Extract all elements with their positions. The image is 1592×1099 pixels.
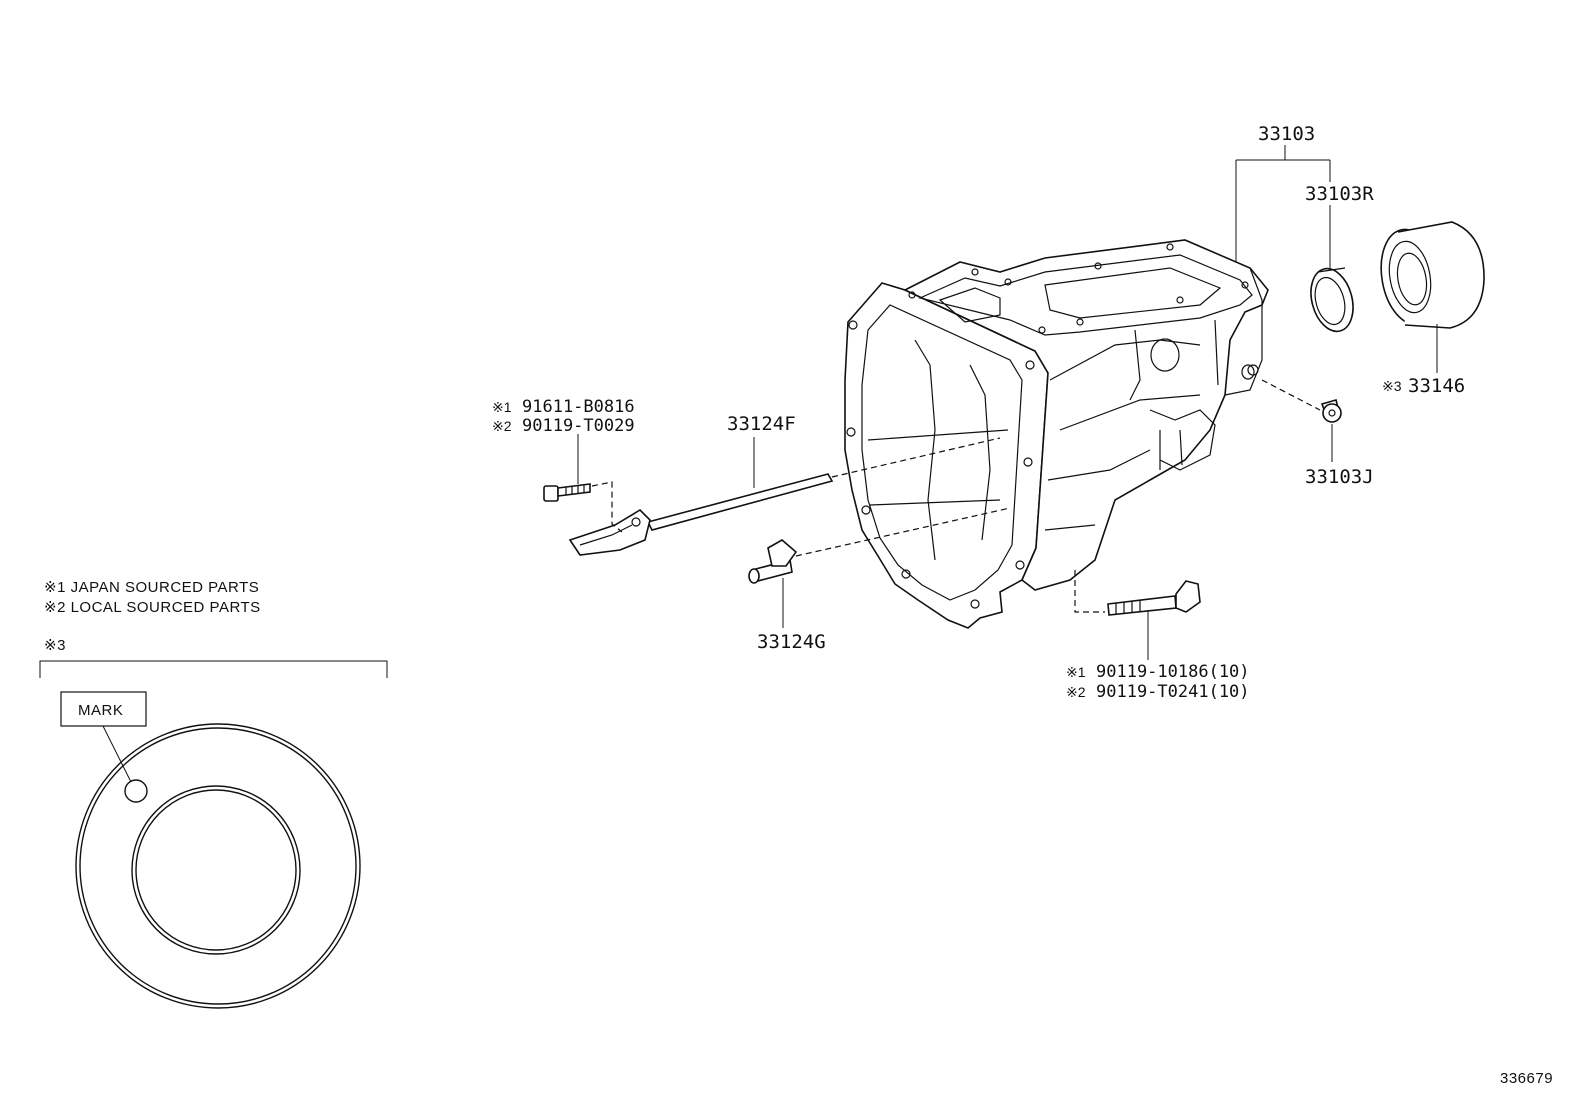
shaft-icon[interactable] — [568, 437, 1001, 556]
long-bolt-icon[interactable] — [1074, 570, 1201, 616]
bolt-icon[interactable] — [543, 481, 623, 533]
mark-label: MARK — [78, 702, 123, 719]
part-label-33103R[interactable]: 33103R — [1305, 183, 1374, 205]
note-3-bracket — [39, 660, 388, 678]
lever-pin-icon[interactable] — [748, 507, 1011, 584]
part-label-33124F[interactable]: 33124F — [727, 413, 796, 435]
part-label-33103J[interactable]: 33103J — [1305, 466, 1374, 488]
bolt-long-2-label[interactable]: 90119-T0241(10) — [1096, 682, 1250, 702]
thrust-washer-icon[interactable] — [75, 723, 361, 1009]
bolt-long-1-prefix: ※1 — [1066, 664, 1086, 680]
part-label-33103[interactable]: 33103 — [1258, 123, 1315, 145]
bolt-small-1-prefix: ※1 — [492, 399, 512, 415]
transmission-case-icon[interactable] — [844, 239, 1269, 629]
mark-callout: MARK — [60, 691, 147, 783]
bearing-retainer-icon[interactable] — [1374, 221, 1485, 329]
note-ref-3: ※3 — [44, 637, 66, 654]
part-label-33146[interactable]: 33146 — [1408, 375, 1465, 397]
note-local-sourced: ※2 LOCAL SOURCED PARTS — [44, 599, 261, 616]
bolt-long-2-prefix: ※2 — [1066, 684, 1086, 700]
bolt-small-1-label[interactable]: 91611-B0816 — [522, 397, 635, 417]
bolt-small-2-label[interactable]: 90119-T0029 — [522, 416, 635, 436]
note-japan-sourced: ※1 JAPAN SOURCED PARTS — [44, 579, 259, 596]
part-label-33124G[interactable]: 33124G — [757, 631, 826, 653]
oil-seal-icon[interactable] — [1304, 264, 1359, 336]
label-33103-group: 33103 — [1235, 123, 1331, 262]
bolt-small-2-prefix: ※2 — [492, 418, 512, 434]
diagram-id: 336679 — [1500, 1070, 1553, 1087]
bolt-long-1-label[interactable]: 90119-10186(10) — [1096, 662, 1250, 682]
part-label-33146-prefix: ※3 — [1382, 378, 1402, 394]
plug-icon[interactable] — [1261, 379, 1342, 423]
